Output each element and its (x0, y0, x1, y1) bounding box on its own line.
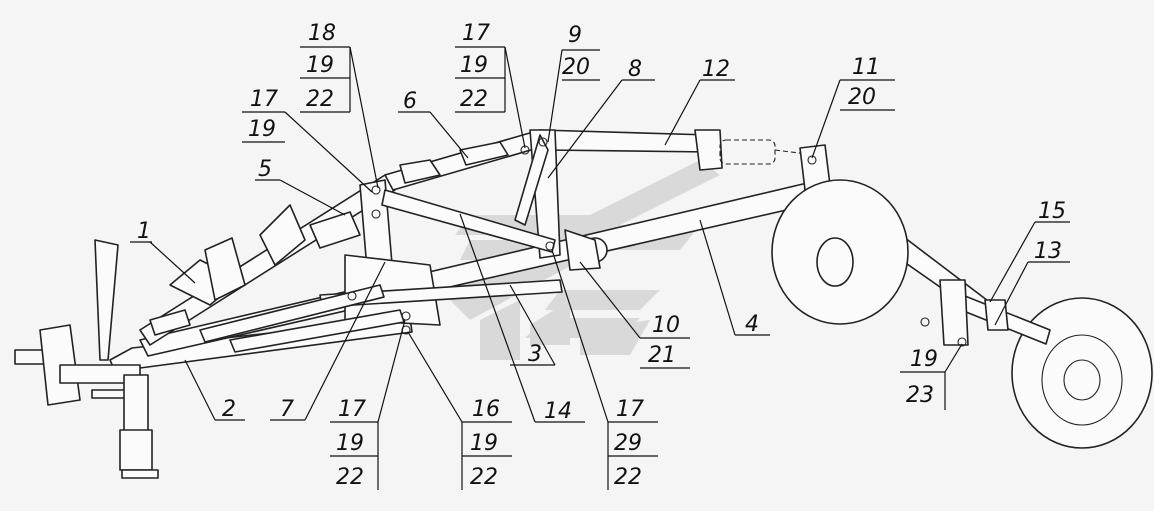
callout-9-sub: 20 (562, 55, 590, 80)
callout-17d-sub1: 29 (614, 431, 642, 456)
callout-7: 7 (280, 397, 294, 422)
callout-9: 9 (568, 23, 582, 48)
callout-16-sub2: 22 (470, 465, 498, 490)
callout-19-sub: 23 (906, 383, 934, 408)
callout-10-sub: 21 (648, 343, 676, 368)
callout-11-sub: 20 (848, 85, 876, 110)
callout-labels: 1 2 3 4 5 6 7 8 9 20 10 21 11 20 12 13 1… (137, 21, 1066, 490)
callout-16: 16 (472, 397, 500, 422)
callout-17c-sub1: 19 (460, 53, 488, 78)
callout-13: 13 (1034, 239, 1062, 264)
callout-8: 8 (628, 57, 642, 82)
callout-17a: 17 (250, 87, 278, 112)
callout-18-sub2: 22 (306, 87, 334, 112)
callout-1: 1 (137, 219, 151, 244)
callout-3: 3 (528, 342, 542, 367)
callout-17c: 17 (462, 21, 490, 46)
callout-17b-sub2: 22 (336, 465, 364, 490)
callout-12: 12 (702, 57, 730, 82)
callout-17b-sub1: 19 (336, 431, 364, 456)
callout-16-sub1: 19 (470, 431, 498, 456)
callout-18-sub1: 19 (306, 53, 334, 78)
callout-2: 2 (222, 397, 236, 422)
callout-17b: 17 (338, 397, 366, 422)
callout-17c-sub2: 22 (460, 87, 488, 112)
callout-6: 6 (403, 89, 417, 114)
callout-15: 15 (1038, 199, 1066, 224)
callout-17a-sub: 19 (248, 117, 276, 142)
callout-10: 10 (652, 313, 680, 338)
frame-drawing (14, 129, 1153, 479)
leader-lines (130, 46, 1070, 490)
callout-5: 5 (258, 157, 272, 182)
callout-18: 18 (308, 21, 336, 46)
callout-4: 4 (745, 312, 759, 337)
callout-17d: 17 (616, 397, 644, 422)
callout-11: 11 (852, 55, 880, 80)
callout-14: 14 (544, 399, 572, 424)
callout-19: 19 (910, 347, 938, 372)
callout-17d-sub2: 22 (614, 465, 642, 490)
